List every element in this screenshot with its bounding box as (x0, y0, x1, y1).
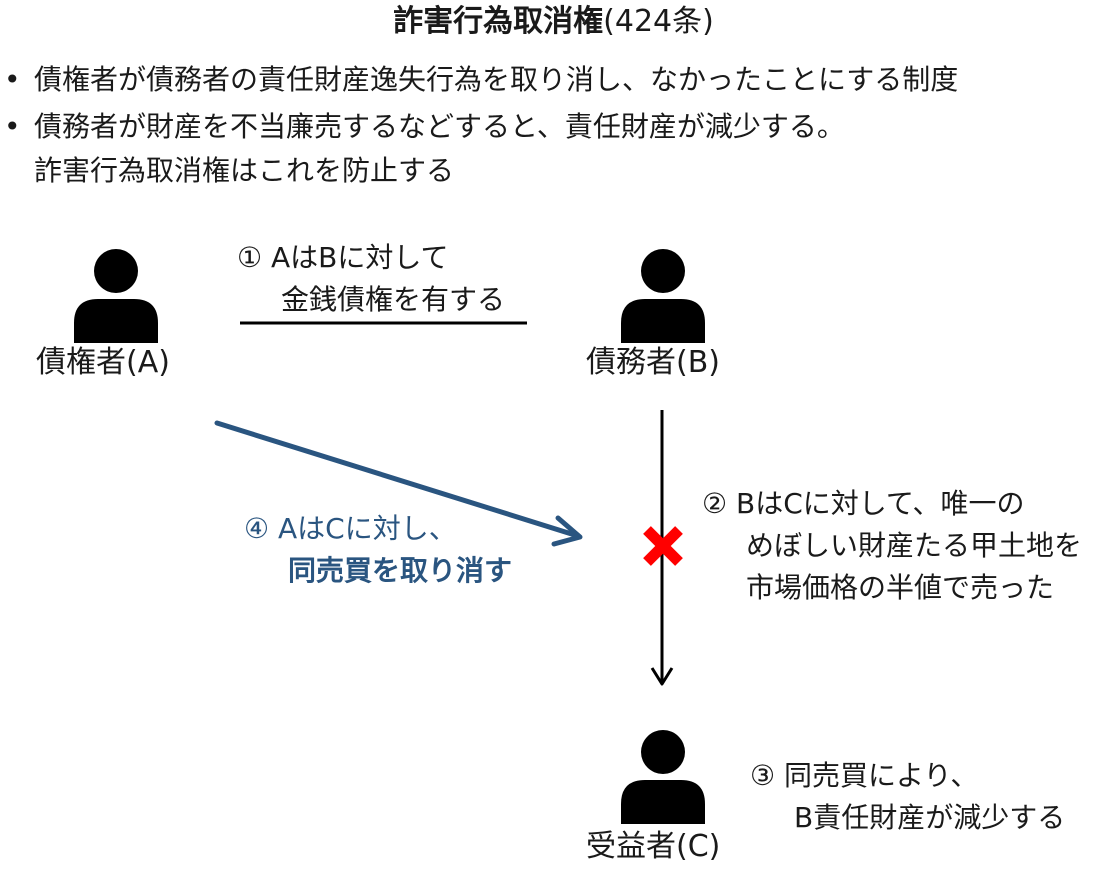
step-4-line1: ④ AはCに対し、 (244, 512, 457, 545)
title-article: (424条) (603, 4, 714, 39)
step-2-line3: 市場価格の半値で売った (746, 571, 1055, 604)
person-icon (619, 245, 707, 343)
bullet-line: 詐害行為取消権はこれを防止する (34, 154, 455, 187)
step-2-line2: めぼしい財産たる甲土地を (746, 529, 1083, 562)
bullet-line: 債務者が財産を不当廉売するなどすると、責任財産が減少する。 (34, 110, 845, 143)
actor-label-b: 債務者(B) (586, 345, 720, 380)
actor-label-c: 受益者(C) (586, 829, 721, 864)
actor-label-a: 債権者(A) (36, 345, 170, 380)
step-4-text: ④ AはCに対し、 同売買を取り消す (244, 508, 512, 592)
bullet-dot: • (4, 110, 21, 143)
step-2-line1: ② BはCに対して、唯一の (702, 487, 1025, 520)
step-4-line2: 同売買を取り消す (288, 554, 513, 587)
page-title: 詐害行為取消権(424条) (0, 2, 1107, 42)
step-3-line2: B責任財産が減少する (794, 801, 1066, 834)
step-1-text: ① AはBに対して 金銭債権を有する (237, 237, 505, 321)
step-3-line1: ③ 同売買により、 (750, 759, 979, 792)
title-main: 詐害行為取消権 (393, 4, 604, 39)
bullet-item: • 債務者が財産を不当廉売するなどすると、責任財産が減少する。 詐害行為取消権は… (4, 105, 1094, 193)
step-2-text: ② BはCに対して、唯一の めぼしい財産たる甲土地を 市場価格の半値で売った (702, 483, 1082, 609)
arrow-icon (214, 420, 583, 547)
step-1-line1: ① AはBに対して (237, 241, 449, 274)
bullet-line: 債権者が債務者の責任財産逸失行為を取り消し、なかったことにする制度 (34, 63, 959, 96)
step-1-line2: 金銭債権を有する (281, 283, 506, 316)
x-mark-icon (643, 526, 683, 566)
step-3-text: ③ 同売買により、 B責任財産が減少する (750, 755, 1065, 839)
bullet-dot: • (4, 63, 21, 96)
bullet-list: • 債権者が債務者の責任財産逸失行為を取り消し、なかったことにする制度 • 債務… (4, 58, 1094, 193)
bullet-item: • 債権者が債務者の責任財産逸失行為を取り消し、なかったことにする制度 (4, 58, 1094, 102)
person-icon (619, 726, 707, 824)
person-icon (72, 245, 160, 343)
